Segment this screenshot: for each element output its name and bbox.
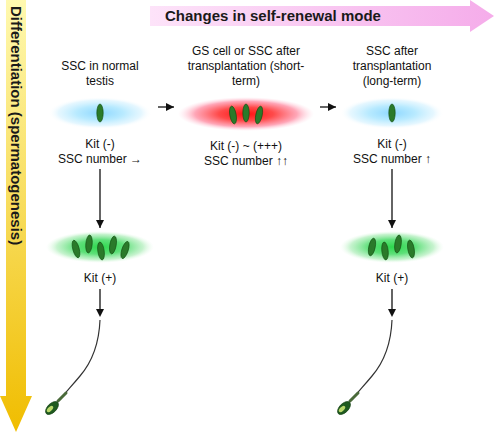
stem-cell — [85, 235, 93, 253]
stem-cell — [389, 104, 395, 122]
stem-cell — [243, 104, 249, 122]
marker-note: Kit (-) ~ (+++) — [178, 139, 314, 154]
stem-cell — [97, 104, 103, 122]
niche-fill — [46, 231, 154, 263]
cell-niche: SSC after transplantation (long-term)Kit… — [340, 97, 444, 167]
flow-arrow — [158, 106, 174, 107]
marker-note: Kit (+) — [46, 271, 154, 286]
marker-note: SSC number → — [48, 152, 152, 167]
stem-cell — [381, 242, 389, 261]
marker-note: SSC number ↑↑ — [178, 154, 314, 169]
stem-cell — [71, 239, 82, 258]
niche-ellipse — [340, 231, 444, 263]
cell-niche: Kit (+) — [46, 231, 154, 286]
stem-cell — [406, 240, 415, 259]
stem-cell — [367, 238, 377, 257]
niche-fill — [178, 97, 314, 131]
process-arrow-band: Differentiation (spermatogenesis) — [0, 0, 32, 432]
flow-arrow — [391, 169, 392, 228]
stem-cell — [97, 242, 106, 261]
process-arrow-band: Changes in self-renewal mode — [150, 0, 494, 32]
flow-arrow — [99, 169, 100, 228]
stem-cell — [119, 240, 131, 259]
arrow-body — [0, 0, 32, 432]
niche-ellipse — [46, 231, 154, 263]
arrow-label: Changes in self-renewal mode — [150, 0, 494, 32]
cell-niche: Kit (+) — [340, 231, 444, 286]
niche-ellipse — [340, 97, 444, 129]
stem-cell — [228, 106, 237, 125]
marker-note: Kit (-) — [340, 137, 444, 152]
cell-niche: GS cell or SSC after transplantation (sh… — [178, 97, 314, 169]
niche-fill — [48, 97, 152, 129]
stem-cell — [254, 106, 264, 125]
flow-arrow — [320, 106, 336, 107]
marker-note: Kit (+) — [340, 271, 444, 286]
cell-niche: SSC in normal testisKit (-)SSC number → — [48, 97, 152, 167]
column-heading: SSC in normal testis — [58, 59, 142, 89]
differentiation-arrow — [96, 289, 396, 317]
marker-note: SSC number ↑ — [340, 152, 444, 167]
column-heading: SSC after transplantation (long-term) — [342, 44, 442, 89]
niche-ellipse — [178, 97, 314, 131]
niche-ellipse — [48, 97, 152, 129]
arrow-label: Differentiation (spermatogenesis) — [0, 6, 32, 245]
stem-cell — [108, 236, 117, 255]
stem-cell — [394, 235, 403, 254]
marker-note: Kit (-) — [48, 137, 152, 152]
niche-fill — [340, 231, 444, 263]
column-heading: GS cell or SSC after transplantation (sh… — [184, 44, 308, 89]
arrow-body — [150, 0, 494, 32]
niche-fill — [340, 97, 444, 129]
sperm-illustration — [43, 320, 392, 417]
